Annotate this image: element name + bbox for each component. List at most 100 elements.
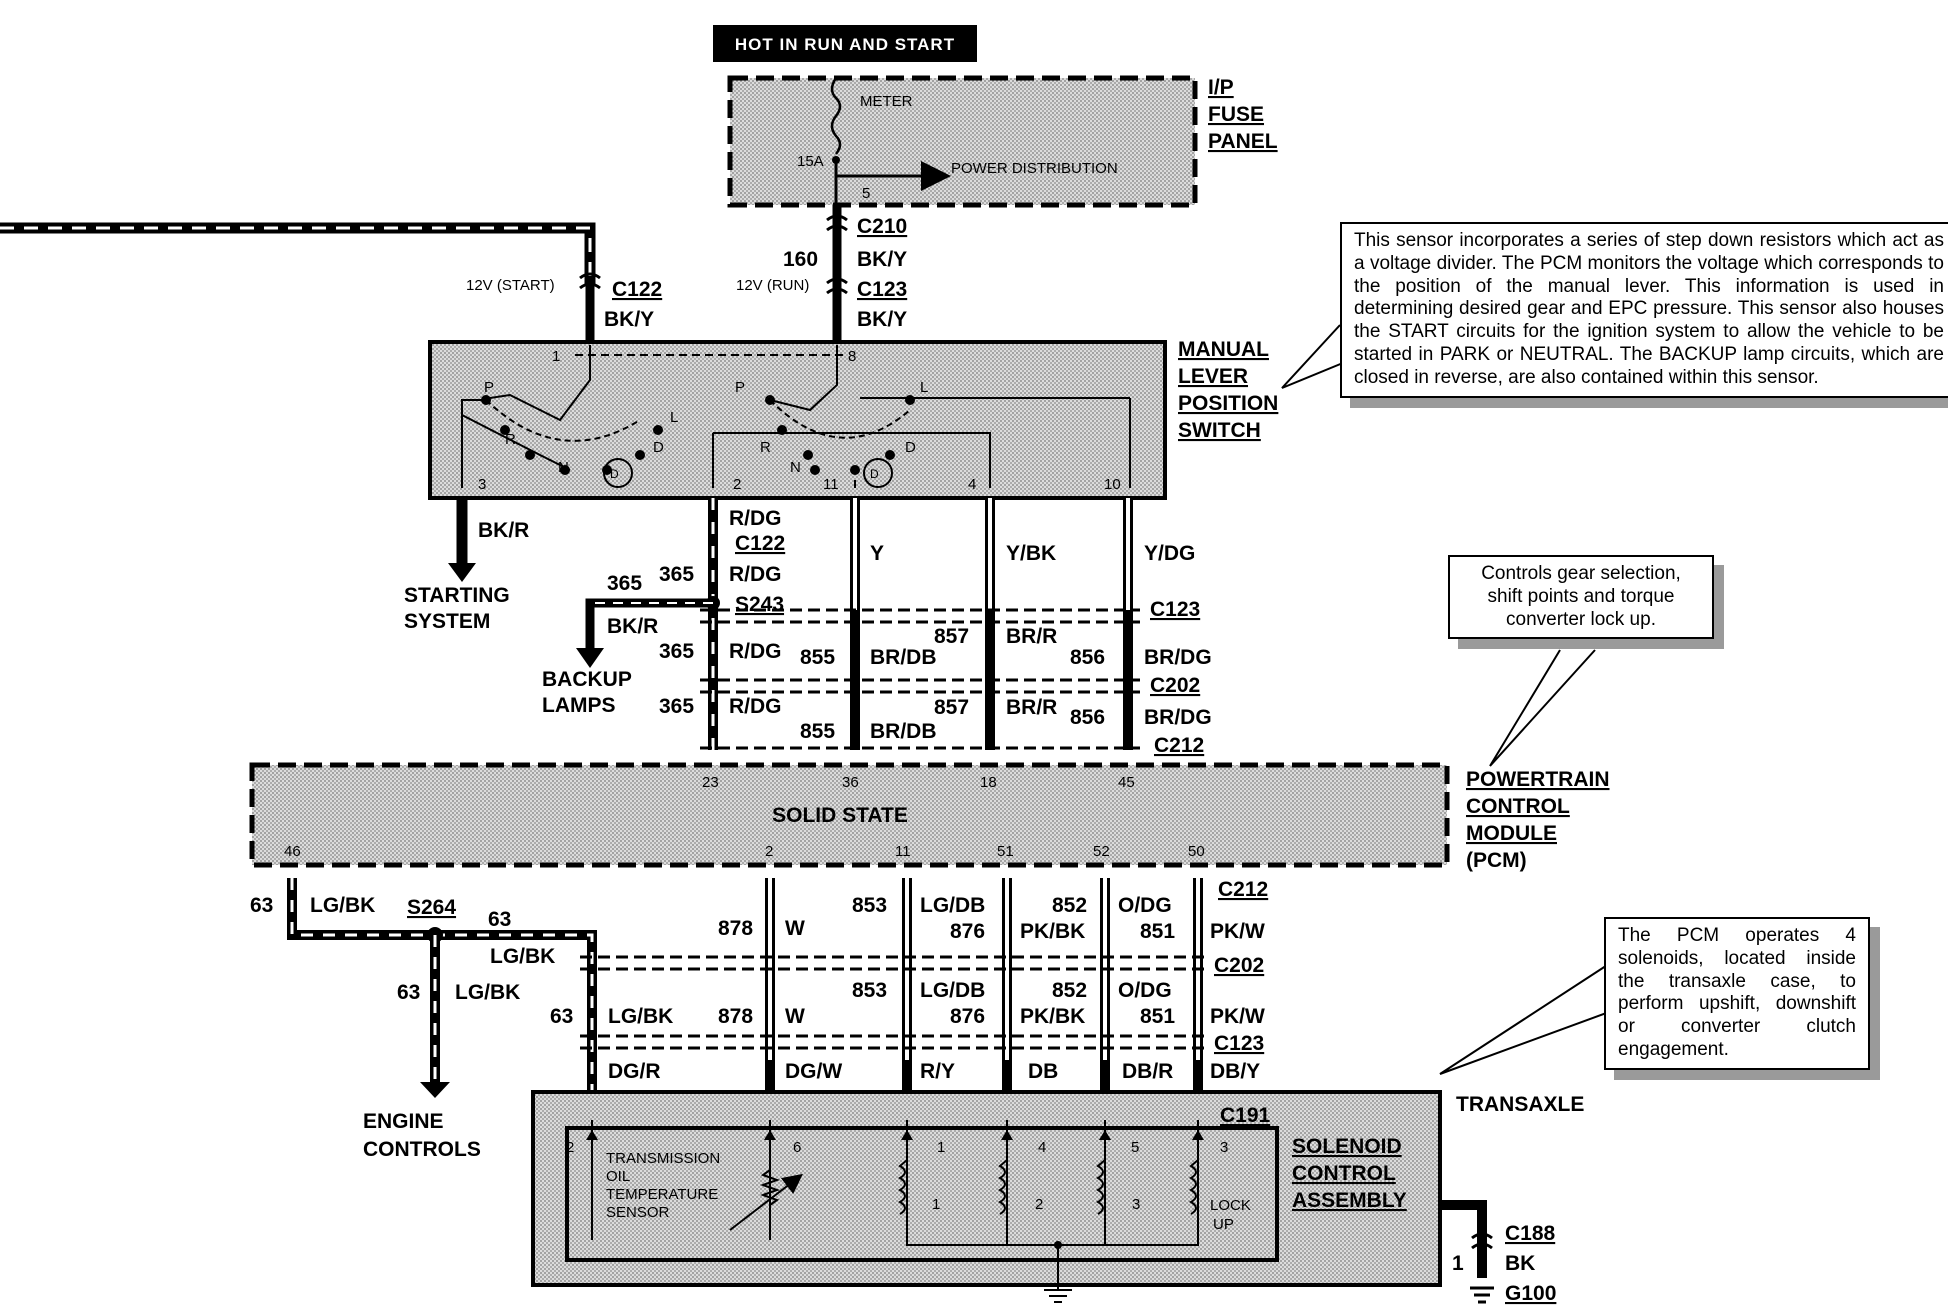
- hot-in-run-label: HOT IN RUN AND START: [713, 25, 977, 62]
- engine-label-1: ENGINE: [363, 1110, 444, 1133]
- pcm-callout-pointer: [1489, 649, 1596, 767]
- solenoid-callout-pointer: [1439, 959, 1621, 1075]
- mlps-callout-pointer: [1281, 324, 1356, 389]
- svg-text:PK/BK: PK/BK: [1020, 1005, 1085, 1028]
- mlps-title: MANUAL LEVER POSITION SWITCH: [1178, 338, 1278, 442]
- svg-text:LG/BK: LG/BK: [608, 1005, 673, 1028]
- svg-text:LG/DB: LG/DB: [920, 979, 985, 1002]
- mlps-pin-11: 11: [823, 476, 839, 493]
- svg-text:878: 878: [718, 917, 753, 940]
- svg-text:I/P: I/P: [1208, 76, 1234, 99]
- mlps-note: This sensor incorporates a series of ste…: [1340, 222, 1948, 398]
- s264: S264: [407, 896, 456, 919]
- svg-text:853: 853: [852, 894, 887, 917]
- svg-text:4: 4: [1038, 1139, 1046, 1156]
- svg-text:PK/W: PK/W: [1210, 920, 1265, 943]
- transaxle-label: TRANSAXLE: [1456, 1093, 1584, 1116]
- svg-text:LG/BK: LG/BK: [455, 981, 520, 1004]
- pcm-box: [249, 762, 1450, 868]
- run-feed-wire: [826, 205, 848, 345]
- svg-text:SWITCH: SWITCH: [1178, 419, 1261, 442]
- svg-text:851: 851: [1140, 1005, 1175, 1028]
- c123-lower: C123: [1214, 1032, 1264, 1055]
- svg-text:N: N: [790, 459, 801, 476]
- svg-text:LOCK: LOCK: [1210, 1197, 1251, 1214]
- c123-run: C123: [857, 278, 907, 301]
- g100: G100: [1505, 1282, 1556, 1305]
- svg-text:(PCM): (PCM): [1466, 849, 1527, 872]
- svg-text:2: 2: [765, 843, 773, 860]
- svg-text:857: 857: [934, 625, 969, 648]
- svg-text:L: L: [920, 379, 928, 396]
- mlps-pin-2: 2: [733, 476, 741, 493]
- svg-text:855: 855: [800, 646, 835, 669]
- c123-mid: C123: [1150, 598, 1200, 621]
- svg-text:MODULE: MODULE: [1466, 822, 1557, 845]
- svg-text:BR/DB: BR/DB: [870, 646, 937, 669]
- ground-circuit: 1: [1452, 1252, 1464, 1275]
- svg-text:MANUAL: MANUAL: [1178, 338, 1269, 361]
- svg-text:PANEL: PANEL: [1208, 130, 1278, 153]
- circuit-160: 160: [783, 248, 818, 271]
- svg-text:51: 51: [997, 843, 1014, 860]
- svg-text:50: 50: [1188, 843, 1205, 860]
- backup-label-1: BACKUP: [542, 668, 632, 691]
- assembly-label-3: ASSEMBLY: [1292, 1189, 1407, 1212]
- s243: S243: [735, 593, 784, 616]
- fuse-panel: METER 15A POWER DISTRIBUTION 5: [727, 75, 1198, 208]
- svg-text:R/Y: R/Y: [920, 1060, 955, 1083]
- c122-mid: C122: [735, 532, 785, 555]
- svg-text:R: R: [505, 431, 516, 448]
- svg-text:Y/BK: Y/BK: [1006, 542, 1056, 565]
- svg-text:D: D: [610, 467, 619, 481]
- svg-text:852: 852: [1052, 979, 1087, 1002]
- svg-text:O/DG: O/DG: [1118, 894, 1172, 917]
- svg-text:BR/R: BR/R: [1006, 696, 1057, 719]
- svg-text:45: 45: [1118, 774, 1135, 791]
- c212-lower: C212: [1218, 878, 1268, 901]
- mlps-pin-1: 1: [552, 348, 560, 365]
- svg-text:856: 856: [1070, 646, 1105, 669]
- svg-text:DG/W: DG/W: [785, 1060, 842, 1083]
- svg-text:UP: UP: [1213, 1216, 1234, 1233]
- c122-start: C122: [612, 278, 662, 301]
- fuse-rating: 15A: [797, 153, 824, 170]
- svg-text:3: 3: [1132, 1196, 1140, 1213]
- svg-text:DB/Y: DB/Y: [1210, 1060, 1260, 1083]
- run-color: BK/Y: [857, 248, 907, 271]
- svg-text:18: 18: [980, 774, 997, 791]
- fuse-pin: 5: [862, 185, 870, 202]
- engine-label-2: CONTROLS: [363, 1138, 481, 1161]
- svg-text:876: 876: [950, 920, 985, 943]
- manual-lever-position-switch: [428, 340, 1167, 500]
- svg-text:2: 2: [1035, 1196, 1043, 1213]
- svg-text:W: W: [785, 1005, 805, 1028]
- svg-text:LG/BK: LG/BK: [310, 894, 375, 917]
- svg-text:Y/DG: Y/DG: [1144, 542, 1195, 565]
- mlps-pin-8: 8: [848, 348, 856, 365]
- starting-label-2: SYSTEM: [404, 610, 490, 633]
- svg-text:52: 52: [1093, 843, 1110, 860]
- mlps-pin-10: 10: [1104, 476, 1121, 493]
- fuse-panel-title: I/P FUSE PANEL: [1208, 76, 1278, 153]
- svg-text:R/DG: R/DG: [729, 563, 782, 586]
- assembly-label-1: SOLENOID: [1292, 1135, 1402, 1158]
- c191: C191: [1220, 1104, 1271, 1127]
- svg-text:6: 6: [793, 1139, 801, 1156]
- svg-text:11: 11: [895, 843, 911, 860]
- svg-text:POWERTRAIN: POWERTRAIN: [1466, 768, 1610, 791]
- start-feed-wire: [0, 222, 601, 345]
- svg-text:D: D: [870, 467, 879, 481]
- svg-text:1: 1: [937, 1139, 945, 1156]
- svg-text:365: 365: [659, 563, 694, 586]
- svg-text:2: 2: [566, 1139, 574, 1156]
- svg-text:Y: Y: [870, 542, 884, 565]
- svg-text:O/DG: O/DG: [1118, 979, 1172, 1002]
- svg-text:BR/DB: BR/DB: [870, 720, 937, 743]
- svg-text:R/DG: R/DG: [729, 507, 782, 530]
- svg-text:PK/BK: PK/BK: [1020, 920, 1085, 943]
- solid-state-label: SOLID STATE: [772, 804, 908, 827]
- svg-text:851: 851: [1140, 920, 1175, 943]
- solenoid-note: The PCM operates 4 solenoids, located in…: [1604, 917, 1870, 1070]
